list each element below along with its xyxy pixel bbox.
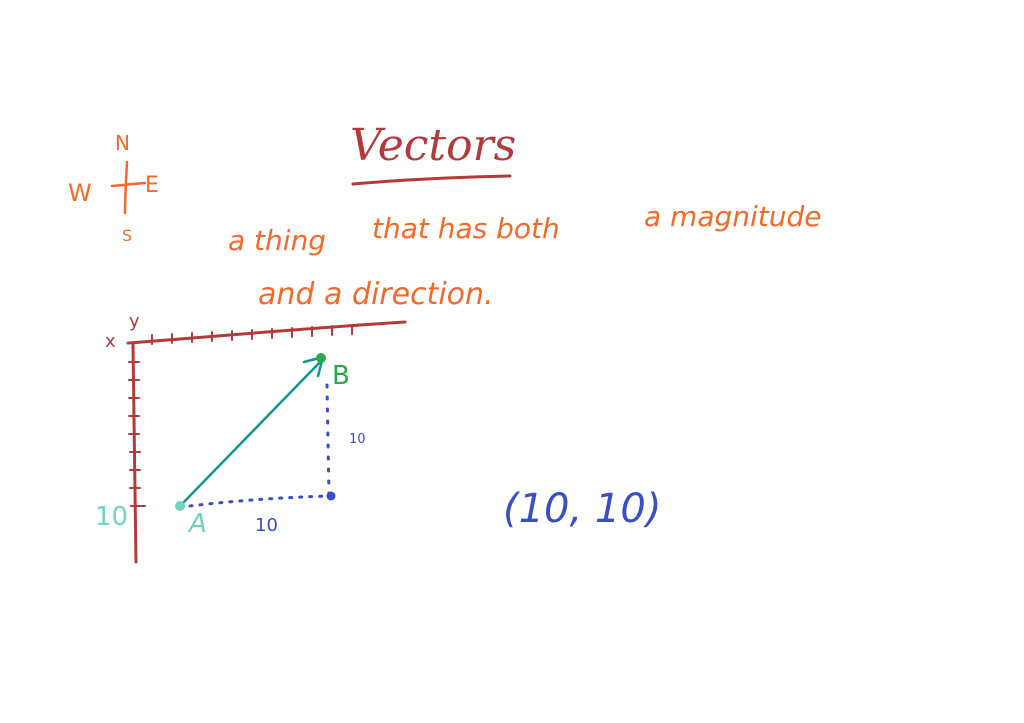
compass-east-label: E: [145, 173, 159, 198]
compass-horizontal-stroke: [110, 181, 147, 188]
definition-line1-a: a thing: [228, 224, 326, 257]
point-a-label: A: [187, 509, 207, 539]
horizontal-component-line: [188, 494, 333, 508]
x-axis-label: x: [105, 331, 116, 352]
vector-arrow-shaft: [179, 358, 324, 507]
y-axis-ticks: [128, 361, 146, 507]
point-b-dot: [316, 353, 326, 363]
y-axis-label: y: [129, 311, 140, 332]
definition-line2: and a direction.: [258, 277, 494, 312]
y-tick-value: 10: [95, 502, 128, 532]
component-corner-dot: [326, 491, 336, 501]
compass-west-label: W: [68, 179, 92, 207]
vector-notation: (10, 10): [503, 486, 661, 532]
definition-line1-c: a magnitude: [644, 200, 822, 233]
vertical-component-line: [325, 383, 331, 498]
compass-vertical-stroke: [123, 160, 129, 215]
x-axis-line: [126, 320, 407, 345]
compass-north-label: N: [115, 131, 130, 155]
compass-south-label: S: [122, 226, 132, 245]
definition-line1-b: that has both: [372, 212, 560, 245]
x-axis-ticks: [151, 324, 353, 345]
point-a-dot: [175, 501, 185, 511]
page-title: Vectors: [350, 120, 516, 171]
compass-rose: [110, 160, 147, 215]
y-axis-line: [131, 342, 138, 564]
title-underline: [351, 174, 512, 186]
horizontal-component-label: 10: [255, 515, 278, 536]
point-b-label: B: [332, 361, 350, 391]
coordinate-axes: [126, 320, 407, 564]
vertical-component-label: 10: [349, 432, 366, 447]
